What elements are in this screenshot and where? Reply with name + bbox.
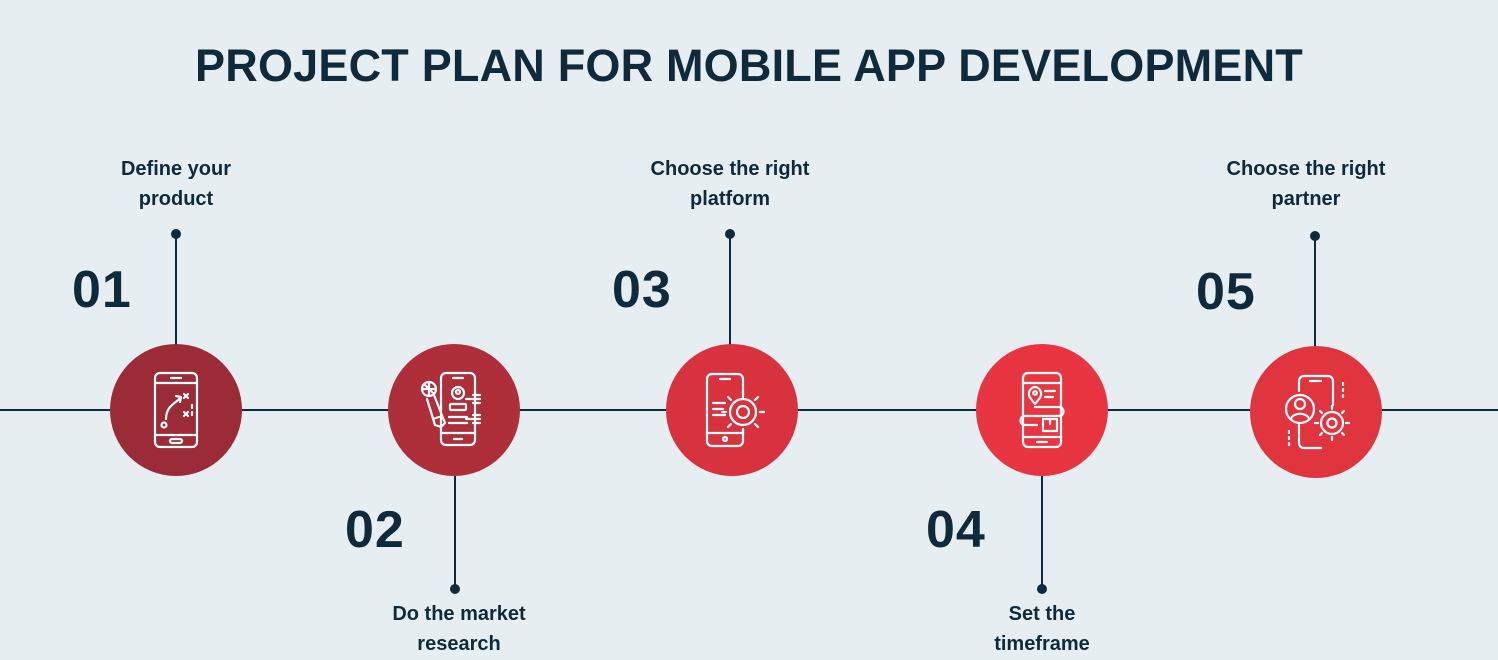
phone-research-icon [420, 371, 482, 447]
phone-strategy-icon [153, 371, 199, 449]
step-4-number: 04 [926, 501, 986, 559]
step-1-number: 01 [72, 261, 132, 319]
step-1-circle [110, 344, 242, 476]
step-5-label: Choose the right partner [1226, 158, 1386, 210]
step-5-connector [1314, 236, 1316, 348]
phone-partner-icon [1284, 374, 1351, 450]
phone-delivery-icon [1019, 371, 1065, 449]
step-3-connector [729, 234, 731, 346]
step-5-number: 05 [1196, 263, 1256, 321]
step-3-circle [666, 344, 798, 476]
step-5-circle [1250, 346, 1382, 478]
step-2-dot [450, 584, 460, 594]
step-4-label: Set the timeframe [994, 603, 1090, 655]
step-2-connector [454, 476, 456, 588]
step-4-dot [1037, 584, 1047, 594]
step-3-number: 03 [612, 261, 672, 319]
step-4-circle [976, 344, 1108, 476]
phone-settings-icon [705, 372, 766, 448]
step-1-connector [175, 234, 177, 346]
page-title: PROJECT PLAN FOR MOBILE APP DEVELOPMENT [195, 40, 1303, 91]
step-3-label: Choose the right platform [650, 158, 810, 210]
step-1-label: Define your product [120, 158, 232, 210]
step-2-circle [388, 344, 520, 476]
step-2-label: Do the market research [392, 603, 526, 655]
step-4-connector [1041, 476, 1043, 588]
step-2-number: 02 [345, 501, 405, 559]
